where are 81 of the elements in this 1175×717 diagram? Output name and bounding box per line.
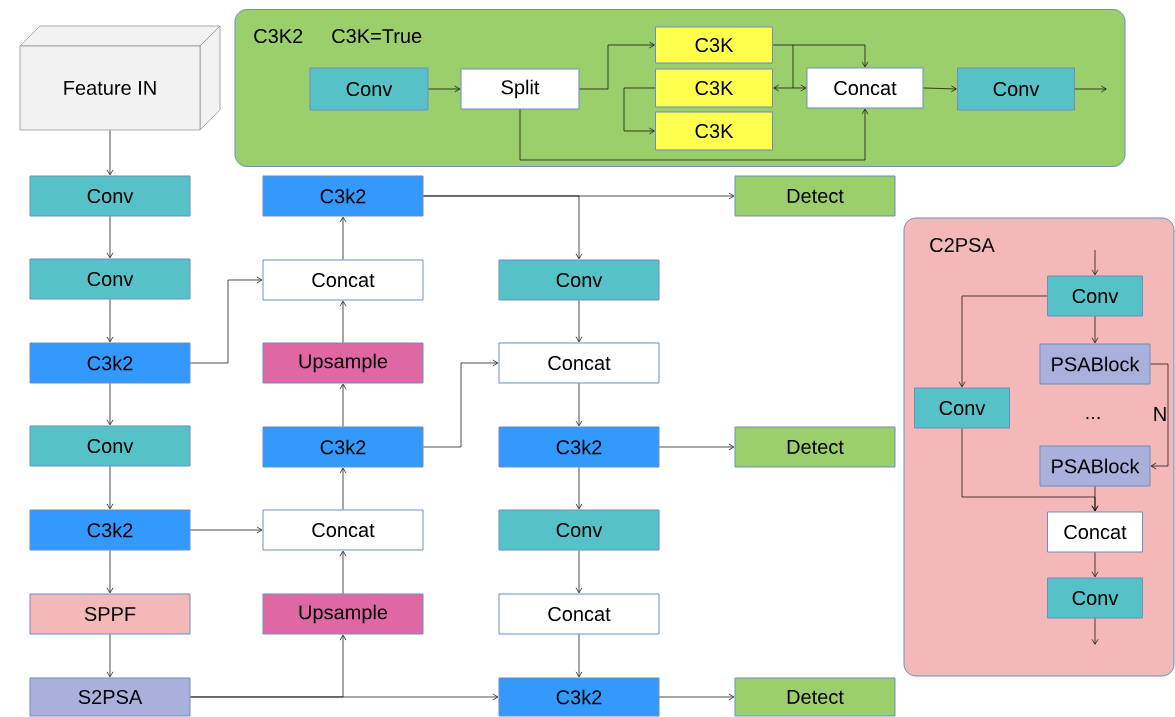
connector-arrow: [190, 276, 263, 364]
connector-line: [792, 44, 794, 89]
layer-box: Concat: [262, 509, 424, 551]
connector-arrow: [106, 130, 114, 176]
connector-arrow: [106, 216, 114, 259]
layer-box: PSABlock: [1039, 343, 1151, 385]
connector-arrow: [958, 295, 1048, 388]
panel-title: C3K2: [254, 28, 303, 44]
connector-arrow: [190, 526, 263, 534]
repeat-label: N: [1154, 407, 1166, 421]
layer-box: C3k2: [29, 509, 191, 551]
layer-box: C3k2: [262, 426, 424, 468]
layer-box: Conv: [957, 67, 1075, 111]
connector-arrow: [1091, 552, 1099, 578]
connector-arrow: [575, 634, 583, 678]
layer-box: Conv: [1047, 577, 1143, 619]
layer-box: Conv: [498, 259, 660, 301]
connector-arrow: [1074, 85, 1107, 93]
layer-box: C3K: [655, 111, 773, 151]
layer-box: Conv: [29, 425, 191, 467]
connector-arrow: [659, 693, 735, 701]
connector-arrow: [519, 108, 869, 161]
layer-box: Conv: [1047, 275, 1143, 317]
connector-arrow: [339, 216, 347, 260]
connector-arrow: [575, 467, 583, 510]
layer-box: C3k2: [498, 677, 660, 717]
connector-arrow: [1150, 363, 1169, 470]
layer-box: Concat: [262, 259, 424, 301]
connector-arrow: [190, 693, 499, 701]
layer-box: SPPF: [29, 593, 191, 635]
block-cube: Feature IN: [19, 25, 221, 131]
layer-box: C3k2: [262, 175, 424, 217]
connector-arrow: [961, 428, 1099, 512]
layer-box: C3K: [655, 26, 773, 64]
connector-arrow: [623, 87, 656, 135]
detect-box: Detect: [734, 426, 896, 468]
connector-arrow: [423, 359, 499, 448]
layer-box: Conv: [29, 175, 191, 217]
layer-box: Concat: [498, 342, 660, 384]
connector-arrow: [1091, 249, 1099, 276]
connector-arrow: [339, 383, 347, 427]
connector-arrow: [1091, 618, 1099, 645]
layer-box: C3K: [655, 68, 773, 108]
connector-arrow: [923, 85, 957, 93]
connector-arrow: [772, 44, 869, 68]
connector-arrow: [1091, 316, 1099, 344]
layer-box: Conv: [914, 387, 1010, 429]
connector-arrow: [106, 634, 114, 678]
layer-box: Conv: [498, 509, 660, 551]
connector-arrow: [659, 443, 735, 451]
detect-box: Detect: [734, 677, 896, 717]
connector-arrow: [106, 383, 114, 426]
connector-arrow: [106, 550, 114, 594]
layer-box: Conv: [29, 258, 191, 300]
layer-box: Upsample: [262, 342, 424, 384]
layer-box: Concat: [806, 67, 924, 109]
connector-arrow: [575, 383, 583, 427]
panel-title: C3K=True: [332, 28, 422, 44]
connector-arrow: [575, 300, 583, 343]
layer-box: Concat: [1047, 511, 1143, 553]
connector-arrow: [423, 195, 583, 260]
layer-box: Upsample: [262, 593, 424, 635]
connector-arrow: [773, 84, 807, 92]
layer-box: Split: [460, 68, 580, 110]
layer-box: PSABlock: [1039, 445, 1151, 487]
connector-arrow: [339, 550, 347, 594]
detect-box: Detect: [734, 175, 896, 217]
connector-arrow: [428, 85, 461, 93]
layer-box: Conv: [309, 67, 429, 111]
connector-arrow: [579, 41, 655, 90]
layer-box: Concat: [498, 593, 660, 635]
connector-arrow: [339, 467, 347, 510]
connector-arrow: [339, 300, 347, 343]
connector-arrow: [106, 299, 114, 343]
connector-arrow: [575, 550, 583, 594]
layer-box: S2PSA: [29, 677, 191, 717]
connector-arrow: [106, 466, 114, 510]
layer-box: C3k2: [498, 426, 660, 468]
panel-title: C2PSA: [930, 237, 995, 253]
layer-box: C3k2: [29, 342, 191, 384]
repeat-label: ...: [1086, 416, 1100, 420]
